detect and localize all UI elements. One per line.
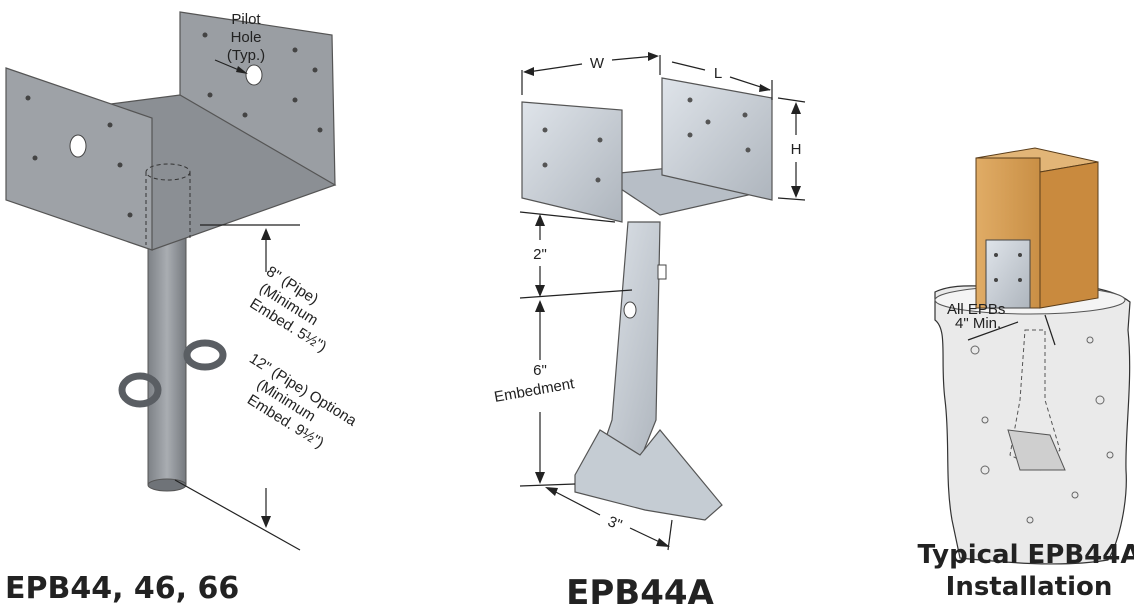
- post-base-bracket: [985, 239, 1031, 309]
- epb44-base-drawing: [5, 11, 337, 492]
- pipe-ring-upper: [183, 339, 227, 371]
- dim-3in: 3": [605, 513, 624, 534]
- caption-epb44a: EPB44A: [566, 573, 714, 611]
- dim-2in: 2": [533, 246, 547, 263]
- caption-installation-line2: Installation: [946, 572, 1113, 602]
- dim-embedment: Embedment: [493, 375, 576, 406]
- dim-w: W: [590, 55, 605, 72]
- pipe-bottom: [147, 478, 187, 492]
- dim-l: L: [714, 65, 722, 82]
- pilot-hole-label: Pilot Hole (Typ.): [214, 11, 265, 74]
- pilot-hole-back: [245, 64, 263, 86]
- epb44-embed-dimension: 8" (Pipe) (Minimum Embed. 5½") 12" (Pipe…: [174, 224, 360, 551]
- epb44a-drawing: [521, 77, 773, 521]
- epb44a-leg: [599, 221, 661, 461]
- note-all-epbs: All EPBs: [947, 301, 1005, 318]
- caption-epb44: EPB44, 46, 66: [5, 571, 239, 606]
- note-4in-min: 4" Min.: [955, 315, 1001, 332]
- epb44a-left-plate: [521, 101, 623, 223]
- front-side-plate: [5, 67, 153, 251]
- caption-installation-line1: Typical EPB44A: [918, 540, 1134, 570]
- wood-post-side: [1039, 161, 1099, 309]
- pipe-ring-lower: [118, 372, 162, 408]
- pilot-label-line2: Hole: [231, 29, 262, 46]
- installation-drawing: [934, 147, 1131, 565]
- dim-6in: 6": [533, 362, 547, 379]
- pilot-hole-front: [69, 134, 87, 158]
- pilot-label-line3: (Typ.): [227, 47, 265, 64]
- pilot-label-line1: Pilot: [231, 11, 261, 28]
- epb44a-foot: [574, 429, 723, 521]
- buried-foot: [1007, 429, 1066, 471]
- epb44a-right-plate: [661, 77, 773, 201]
- dim-h: H: [791, 141, 802, 158]
